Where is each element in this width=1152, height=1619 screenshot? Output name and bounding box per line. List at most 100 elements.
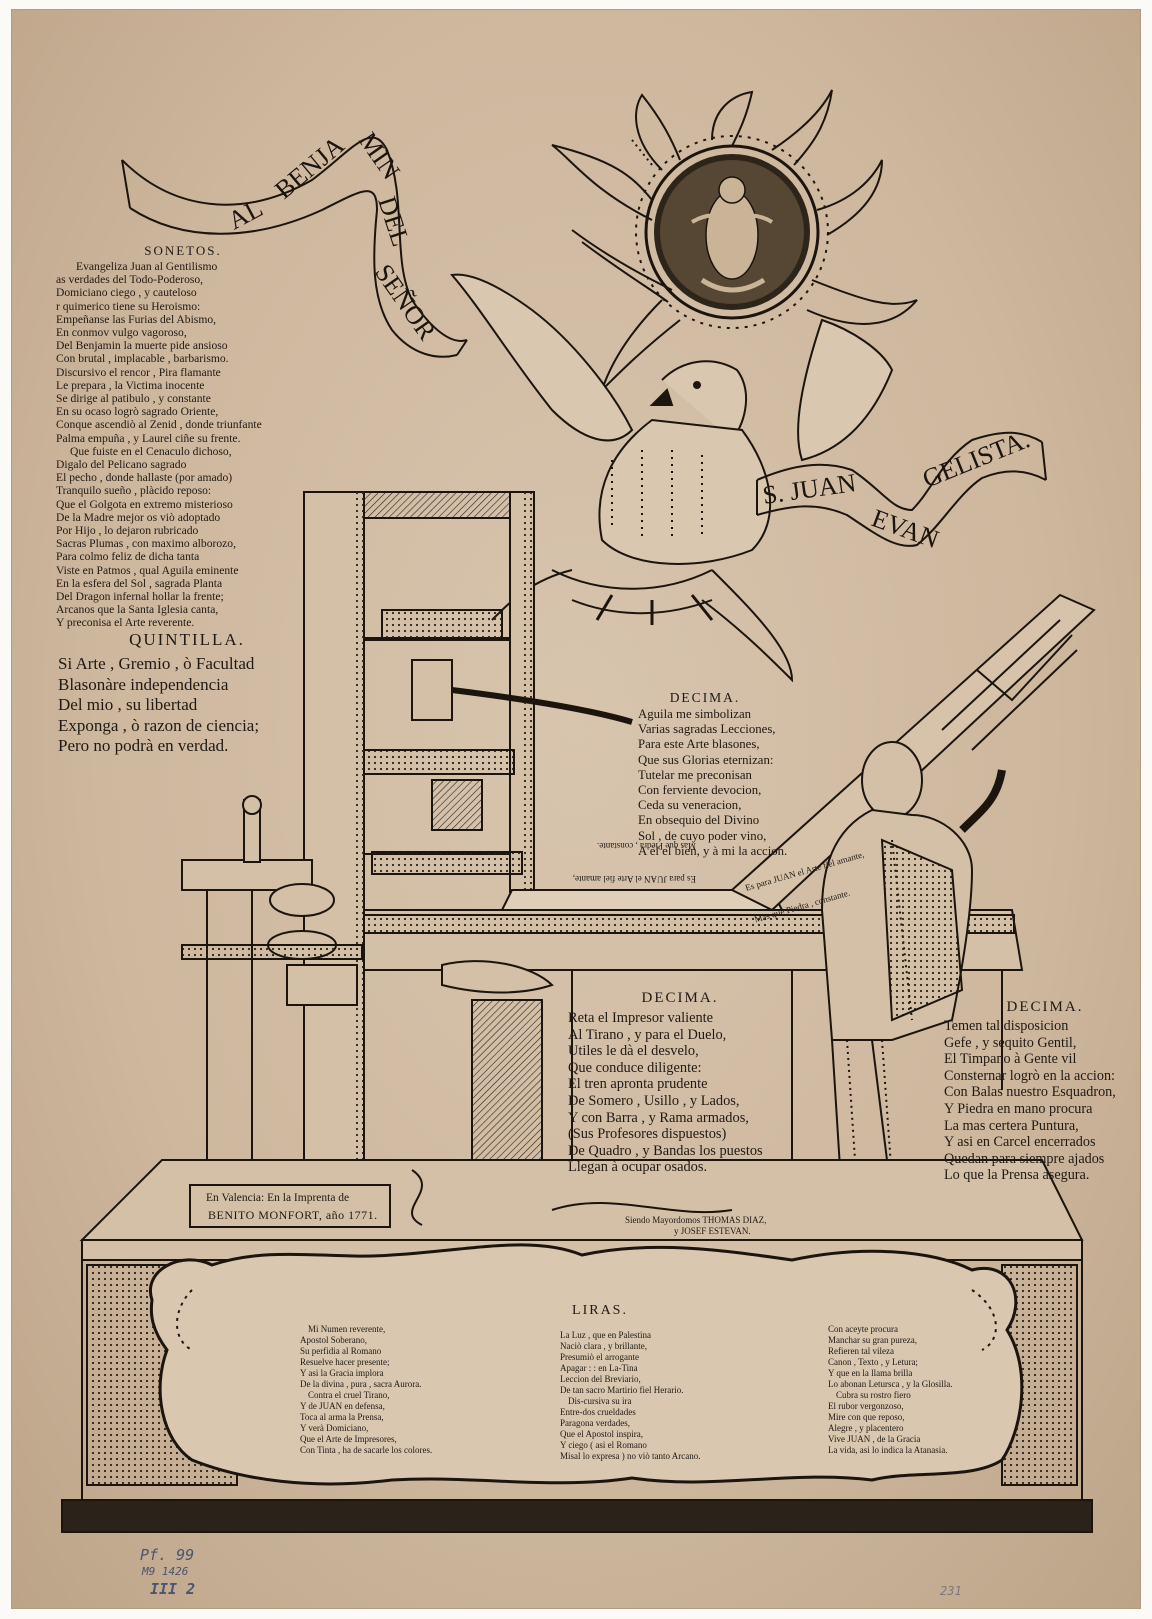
verse-line: Con aceyte procura (828, 1324, 898, 1334)
verse-line: Misal lo expresa ) no viò tanto Arcano. (560, 1451, 701, 1461)
verse-line: Reta el Impresor valiente (568, 1010, 714, 1026)
ribbon-right (756, 431, 1043, 512)
verse-line: Quedan para siempre ajados (944, 1150, 1105, 1167)
verse-line: El tren apronta prudente (568, 1076, 708, 1093)
verse-line: Del Benjamin la muerte pide ansioso (56, 339, 228, 353)
verse-line: Temen tal disposicion (944, 1018, 1069, 1034)
verse-line: Dis-cursiva su ira (568, 1396, 632, 1406)
verse-line: Que el Golgota en extremo misterioso (56, 497, 233, 511)
liras-column-1: Mi Numen reverente,Apostol Soberano,Su p… (300, 1324, 432, 1456)
frisket-line-1: Es para JUAN el Arte fiel amante, (572, 874, 696, 884)
verse-line: De Quadro , y Bandas los puestos (568, 1142, 763, 1159)
verse-line: Consternar logrò en la accion: (944, 1067, 1115, 1084)
verse-line: Tutelar me preconisan (638, 767, 752, 782)
verse-line: Lo abonan Letursca , y la Glosilla. (828, 1379, 953, 1389)
ribbon-top (121, 136, 468, 342)
verse-line: Exponga , ò razon de ciencia; (58, 715, 260, 735)
verse-line: Que fuiste en el Cenaculo dichoso, (70, 444, 232, 458)
verse-line: A èl el bien, y à mi la accion. (638, 843, 788, 858)
verse-line: as verdades del Todo-Poderoso, (56, 273, 204, 287)
verse-line: Para colmo feliz de dicha tanta (56, 550, 200, 564)
verse-line: Su perfidia al Romano (300, 1346, 382, 1356)
verse-line: Y ciego ( asi el Romano (560, 1440, 647, 1450)
verse-line: Apagar : : en La-Tina (560, 1363, 638, 1373)
verse-line: Refieren tal vileza (828, 1346, 894, 1356)
verse-line: En obsequio del Divino (638, 813, 760, 828)
verse-line: Que el Apostol inspira, (560, 1429, 643, 1439)
verse-line: Utiles le dà el desvelo, (568, 1043, 699, 1060)
verse-line: Y de JUAN en defensa, (300, 1401, 385, 1411)
verse-line: Empeñanse las Furias del Abismo, (56, 312, 217, 326)
verse-line: Si Arte , Gremio , ò Facultad (58, 654, 255, 673)
verse-line: Y asi en Carcel encerrados (944, 1134, 1096, 1151)
verse-line: Leccion del Breviario, (560, 1374, 641, 1384)
frisket-line-2: Mas que Piedra , constante. (597, 841, 696, 851)
verse-line: Canon , Texto , y Letura; (828, 1357, 918, 1367)
mayordomos-line-1: Siendo Mayordomos THOMAS DIAZ, (625, 1215, 767, 1225)
verse-line: Por Hijo , lo dejaron rubricado (56, 524, 199, 538)
verse-line: El rubor vergonzoso, (828, 1401, 904, 1411)
verse-line: Sol , de cuyo poder vino, (638, 828, 767, 843)
verse-line: Para este Arte blasones, (638, 737, 760, 752)
verse-line: Naciò clara , y brillante, (560, 1341, 647, 1351)
verse-line: Sacras Plumas , con maximo alborozo, (56, 537, 236, 551)
mayordomos-line-2: y JOSEF ESTEVAN. (674, 1226, 751, 1236)
decima-3-title: DECIMA. (1006, 999, 1084, 1015)
verse-line: De la divina , pura , sacra Aurora. (300, 1379, 422, 1389)
verse-line: En la esfera del Sol , sagrada Planta (56, 576, 223, 590)
verse-line: Gefe , y sequito Gentil, (944, 1034, 1077, 1051)
verse-line: Vive JUAN , de la Gracia (828, 1434, 921, 1444)
verse-line: De Somero , Usillo , y Lados, (568, 1092, 740, 1109)
verse-line: (Sus Profesores dispuestos) (568, 1126, 727, 1143)
verse-line: Resuelve hacer presente; (300, 1357, 390, 1367)
verse-line: Tranquilo sueño , plàcido reposo: (56, 484, 212, 498)
imprint-line-1: En Valencia: En la Imprenta de (206, 1192, 350, 1204)
verse-line: La mas certera Puntura, (944, 1117, 1079, 1134)
verse-line: Y verà Domiciano, (300, 1423, 369, 1433)
verse-line: Lo que la Prensa asegura. (944, 1167, 1090, 1184)
verse-line: Mire con que reposo, (828, 1412, 905, 1422)
verse-line: Del Dragon infernal hollar la frente; (56, 590, 224, 604)
pencil-corner-number: 231 (940, 1584, 962, 1598)
verse-line: Con Balas nuestro Esquadron, (944, 1084, 1116, 1101)
verse-line: Alegre , y placentero (828, 1423, 904, 1433)
verse-line: Viste en Patmos , qual Aguila eminente (56, 563, 239, 577)
verse-line: Se dirige al patibulo , y constante (56, 392, 211, 406)
ribbon-word-sjuan: S. JUAN (761, 468, 858, 510)
sonetos-title: SONETOS. (144, 243, 222, 258)
printing-press-engraving: AL BENJA MIN DEL SEÑOR S. JUAN EVAN GELI… (61, 89, 1096, 1533)
verse-line: Conque ascendiò al Zenid , donde triunfa… (56, 418, 262, 432)
verse-line: Contra el cruel Tirano, (308, 1390, 390, 1400)
verse-line: Presumiò el arrogante (560, 1352, 639, 1362)
verse-line: Del mio , su libertad (58, 695, 198, 715)
verse-line: Discursivo el rencor , Pira flamante (56, 365, 221, 379)
verse-line: Que sus Glorias eternizan: (638, 752, 774, 767)
pencil-mark-3: III 2 (150, 1580, 196, 1598)
verse-line: r quimerico tiene su Heroismo: (56, 299, 201, 313)
verse-line: Le prepara , la Victima inocente (56, 378, 205, 392)
ribbon-word-benja: BENJA (269, 130, 350, 204)
verse-line: Palma empuña , y Laurel ciñe su frente. (56, 431, 241, 445)
verse-line: Evangeliza Juan al Gentilismo (76, 260, 218, 273)
verse-line: Manchar su gran pureza, (828, 1335, 917, 1345)
verse-line: Con Tinta , ha de sacarle los colores. (300, 1445, 433, 1455)
decima-2-title: DECIMA. (641, 990, 719, 1006)
verse-line: De la Madre mejor os viò adoptado (56, 510, 221, 524)
verse-line: Entre-dos crueldades (560, 1407, 636, 1417)
verse-line: Y que en la llama brilla (828, 1368, 913, 1378)
eagle-of-saint-john (450, 273, 894, 683)
verse-line: La vida, asi lo indica la Atanasia. (828, 1445, 948, 1455)
verse-line: Apostol Soberano, (300, 1335, 367, 1345)
ribbon-word-del: DEL (372, 193, 415, 250)
verse-line: Toca al arma la Prensa, (300, 1412, 384, 1422)
verse-line: Y Piedra en mano procura (944, 1100, 1093, 1117)
verse-line: Con brutal , implacable , barbarismo. (56, 352, 229, 366)
verse-line: Aguila me simbolizan (638, 707, 752, 721)
verse-line: Mi Numen reverente, (308, 1324, 386, 1334)
verse-line: Domiciano ciego , y cauteloso (56, 286, 197, 300)
